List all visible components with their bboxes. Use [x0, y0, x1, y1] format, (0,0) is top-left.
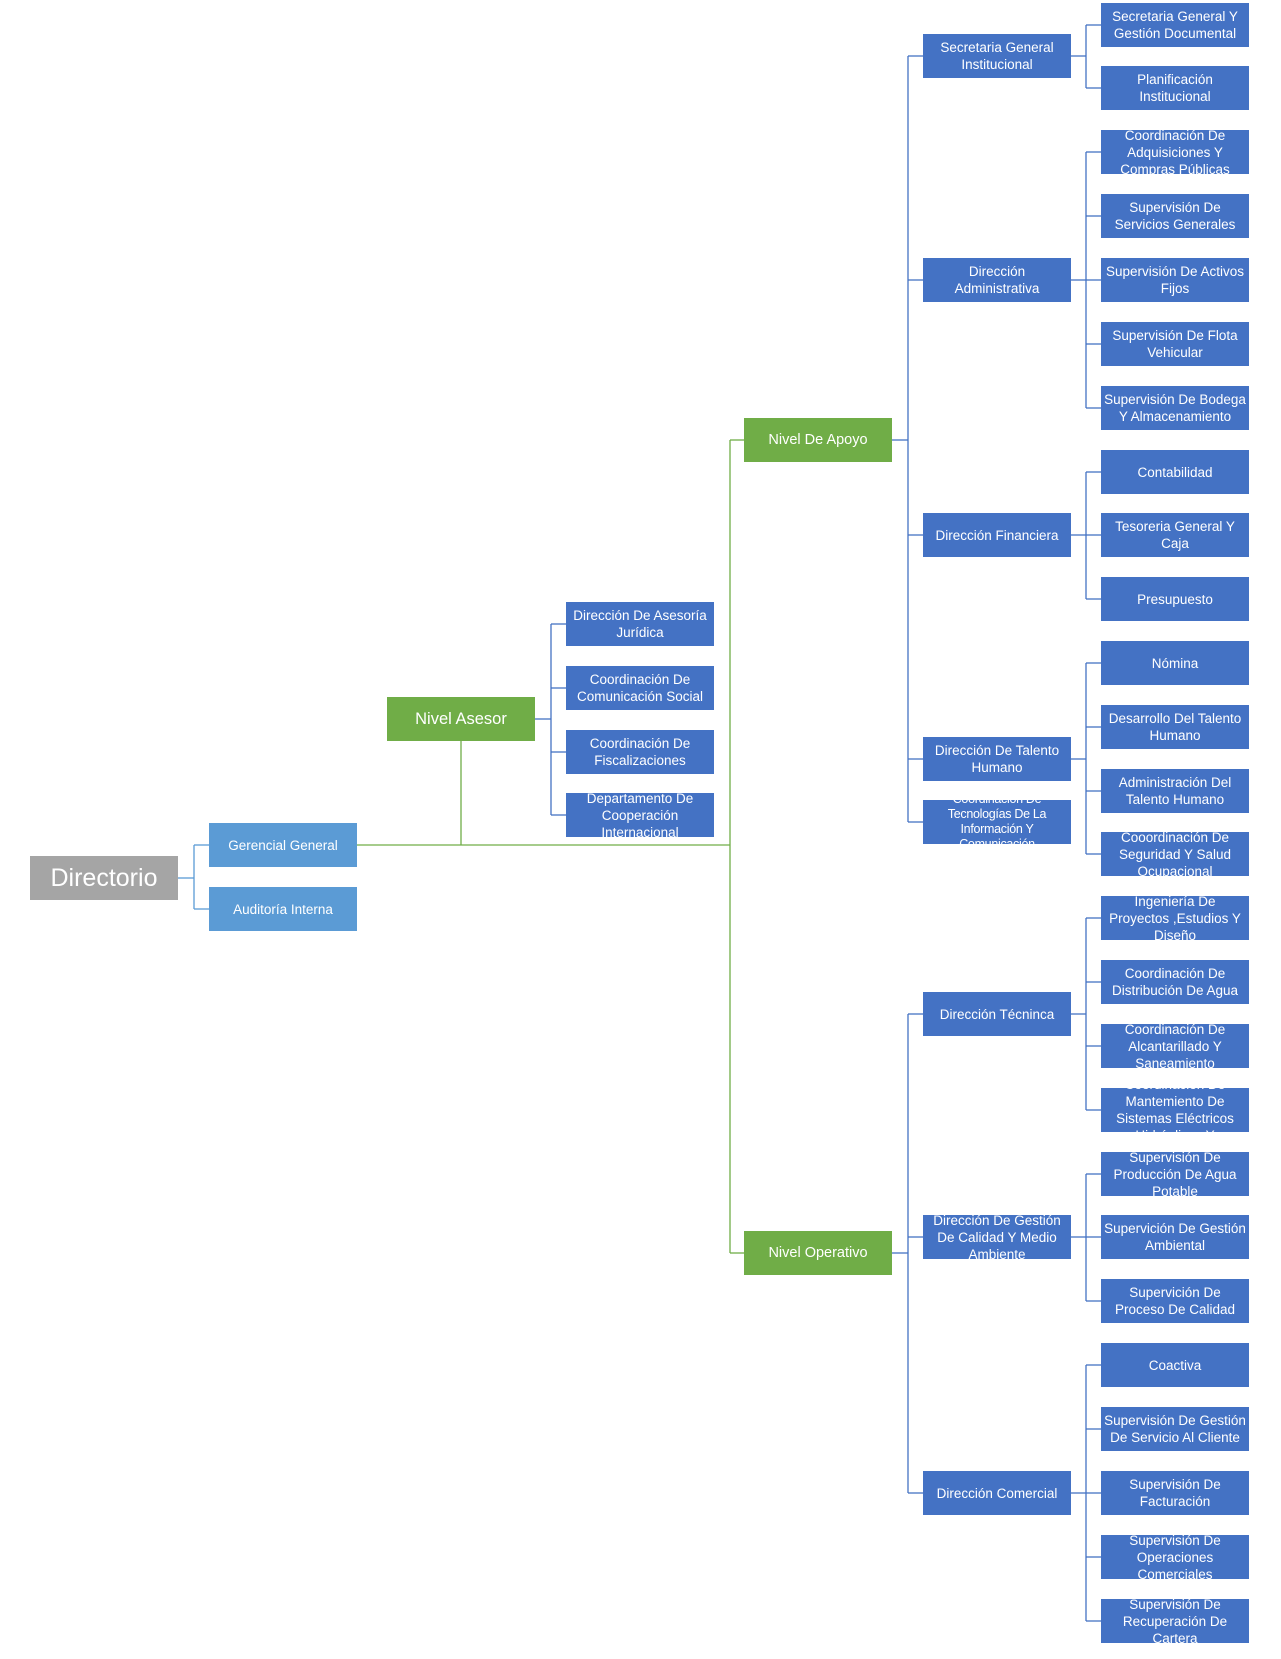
direccion-tecnica-label: Dirección Técninca	[939, 1006, 1055, 1022]
nivel-apoyo-node: Nivel De Apoyo	[744, 418, 892, 462]
presupuesto-label: Presupuesto	[1137, 591, 1213, 607]
facturacion-label: Supervisión De Facturación	[1129, 1477, 1221, 1509]
servicios-generales-label: Supervisión De Servicios Generales	[1114, 200, 1236, 232]
directorio-node: Directorio	[30, 856, 178, 900]
cooperacion-internacional-label: Departamento De Cooperación Internaciona…	[586, 793, 694, 837]
bodega-almacenamiento-label: Supervisión De Bodega Y Almacenamiento	[1104, 392, 1246, 424]
tesoreria-node: Tesoreria General Y Caja	[1101, 513, 1249, 557]
comunicacion-social-label: Coordinación De Comunicación Social	[576, 672, 704, 704]
direccion-financiera-label: Dirección Financiera	[935, 527, 1059, 543]
directorio-label: Directorio	[50, 863, 158, 892]
cooperacion-internacional-node: Departamento De Cooperación Internaciona…	[566, 793, 714, 837]
bodega-almacenamiento-node: Supervisión De Bodega Y Almacenamiento	[1101, 386, 1249, 430]
flota-vehicular-label: Supervisión De Flota Vehicular	[1112, 328, 1238, 360]
administracion-talento-label: Administración Del Talento Humano	[1118, 775, 1232, 807]
nomina-node: Nómina	[1101, 641, 1249, 685]
tecnologias-informacion-node: Coordinación De Tecnologías De La Inform…	[923, 800, 1071, 844]
direccion-administrativa-node: Dirección Administrativa	[923, 258, 1071, 302]
gerencia-general-node: Gerencial General	[209, 823, 357, 867]
gestion-ambiental-node: Supervición De Gestión Ambiental	[1101, 1215, 1249, 1259]
nivel-apoyo-label: Nivel De Apoyo	[768, 431, 868, 448]
tecnologias-informacion-label: Coordinación De Tecnologías De La Inform…	[947, 800, 1047, 844]
servicio-cliente-label: Supervisión De Gestión De Servicio Al Cl…	[1104, 1413, 1246, 1445]
talento-humano-node: Dirección De Talento Humano	[923, 737, 1071, 781]
distribucion-agua-label: Coordinación De Distribución De Agua	[1111, 966, 1239, 998]
gestion-calidad-label: Dirección De Gestión De Calidad Y Medio …	[933, 1215, 1061, 1259]
planificacion-institucional-node: Planificación Institucional	[1101, 66, 1249, 110]
contabilidad-node: Contabilidad	[1101, 450, 1249, 494]
alcantarillado-node: Coordinación De Alcantarillado Y Saneami…	[1101, 1024, 1249, 1068]
direccion-tecnica-node: Dirección Técninca	[923, 992, 1071, 1036]
mantenimiento-sistemas-node: Coordinación De Mantemiento De Sistemas …	[1101, 1088, 1249, 1132]
gestion-ambiental-label: Supervición De Gestión Ambiental	[1104, 1221, 1246, 1253]
direccion-comercial-label: Dirección Comercial	[936, 1485, 1058, 1501]
proceso-calidad-node: Supervición De Proceso De Calidad	[1101, 1279, 1249, 1323]
activos-fijos-label: Supervisión De Activos Fijos	[1105, 264, 1245, 296]
facturacion-node: Supervisión De Facturación	[1101, 1471, 1249, 1515]
produccion-agua-label: Supervisión De Producción De Agua Potabl…	[1113, 1152, 1237, 1196]
contabilidad-label: Contabilidad	[1137, 464, 1213, 480]
nivel-asesor-label: Nivel Asesor	[415, 709, 507, 728]
secretaria-general-label: Secretaria General Institucional	[940, 40, 1054, 72]
nomina-label: Nómina	[1151, 655, 1199, 671]
operaciones-comerciales-label: Supervisión De Operaciones Comerciales	[1129, 1535, 1221, 1579]
ingenieria-proyectos-node: Ingeniería De Proyectos ,Estudios Y Dise…	[1101, 896, 1249, 940]
talento-humano-label: Dirección De Talento Humano	[934, 743, 1060, 775]
direccion-financiera-node: Dirección Financiera	[923, 513, 1071, 557]
adquisiciones-node: Coordinación De Adquisiciones Y Compras …	[1101, 130, 1249, 174]
planificacion-institucional-label: Planificación Institucional	[1137, 72, 1213, 104]
gestion-calidad-node: Dirección De Gestión De Calidad Y Medio …	[923, 1215, 1071, 1259]
recuperacion-cartera-node: Supervisión De Recuperación De Cartera	[1101, 1599, 1249, 1643]
adquisiciones-label: Coordinación De Adquisiciones Y Compras …	[1120, 130, 1230, 174]
recuperacion-cartera-label: Supervisión De Recuperación De Cartera	[1122, 1599, 1228, 1643]
produccion-agua-node: Supervisión De Producción De Agua Potabl…	[1101, 1152, 1249, 1196]
coactiva-node: Coactiva	[1101, 1343, 1249, 1387]
nivel-asesor-node: Nivel Asesor	[387, 697, 535, 741]
desarrollo-talento-node: Desarrollo Del Talento Humano	[1101, 705, 1249, 749]
coactiva-label: Coactiva	[1148, 1357, 1202, 1373]
servicio-cliente-node: Supervisión De Gestión De Servicio Al Cl…	[1101, 1407, 1249, 1451]
comunicacion-social-node: Coordinación De Comunicación Social	[566, 666, 714, 710]
ingenieria-proyectos-label: Ingeniería De Proyectos ,Estudios Y Dise…	[1109, 896, 1241, 940]
desarrollo-talento-label: Desarrollo Del Talento Humano	[1108, 711, 1242, 743]
auditoria-interna-label: Auditoría Interna	[233, 901, 333, 917]
servicios-generales-node: Supervisión De Servicios Generales	[1101, 194, 1249, 238]
nivel-operativo-node: Nivel Operativo	[744, 1231, 892, 1275]
asesoria-juridica-node: Dirección De Asesoría Jurídica	[566, 602, 714, 646]
fiscalizaciones-node: Coordinación De Fiscalizaciones	[566, 730, 714, 774]
secretaria-gestion-documental-label: Secretaria General Y Gestión Documental	[1112, 9, 1238, 41]
direccion-administrativa-label: Dirección Administrativa	[954, 264, 1040, 296]
nivel-operativo-label: Nivel Operativo	[768, 1244, 868, 1261]
proceso-calidad-label: Supervición De Proceso De Calidad	[1114, 1285, 1236, 1317]
flota-vehicular-node: Supervisión De Flota Vehicular	[1101, 322, 1249, 366]
mantenimiento-sistemas-label: Coordinación De Mantemiento De Sistemas …	[1116, 1088, 1234, 1132]
activos-fijos-node: Supervisión De Activos Fijos	[1101, 258, 1249, 302]
secretaria-general-node: Secretaria General Institucional	[923, 34, 1071, 78]
operaciones-comerciales-node: Supervisión De Operaciones Comerciales	[1101, 1535, 1249, 1579]
asesoria-juridica-label: Dirección De Asesoría Jurídica	[573, 608, 707, 640]
distribucion-agua-node: Coordinación De Distribución De Agua	[1101, 960, 1249, 1004]
direccion-comercial-node: Dirección Comercial	[923, 1471, 1071, 1515]
alcantarillado-label: Coordinación De Alcantarillado Y Saneami…	[1124, 1024, 1226, 1068]
auditoria-interna-node: Auditoría Interna	[209, 887, 357, 931]
seguridad-salud-label: Cooordinación De Seguridad Y Salud Ocupa…	[1118, 832, 1232, 876]
administracion-talento-node: Administración Del Talento Humano	[1101, 769, 1249, 813]
seguridad-salud-node: Cooordinación De Seguridad Y Salud Ocupa…	[1101, 832, 1249, 876]
secretaria-gestion-documental-node: Secretaria General Y Gestión Documental	[1101, 3, 1249, 47]
presupuesto-node: Presupuesto	[1101, 577, 1249, 621]
gerencia-general-label: Gerencial General	[228, 837, 338, 853]
fiscalizaciones-label: Coordinación De Fiscalizaciones	[589, 736, 691, 768]
tesoreria-label: Tesoreria General Y Caja	[1115, 519, 1235, 551]
